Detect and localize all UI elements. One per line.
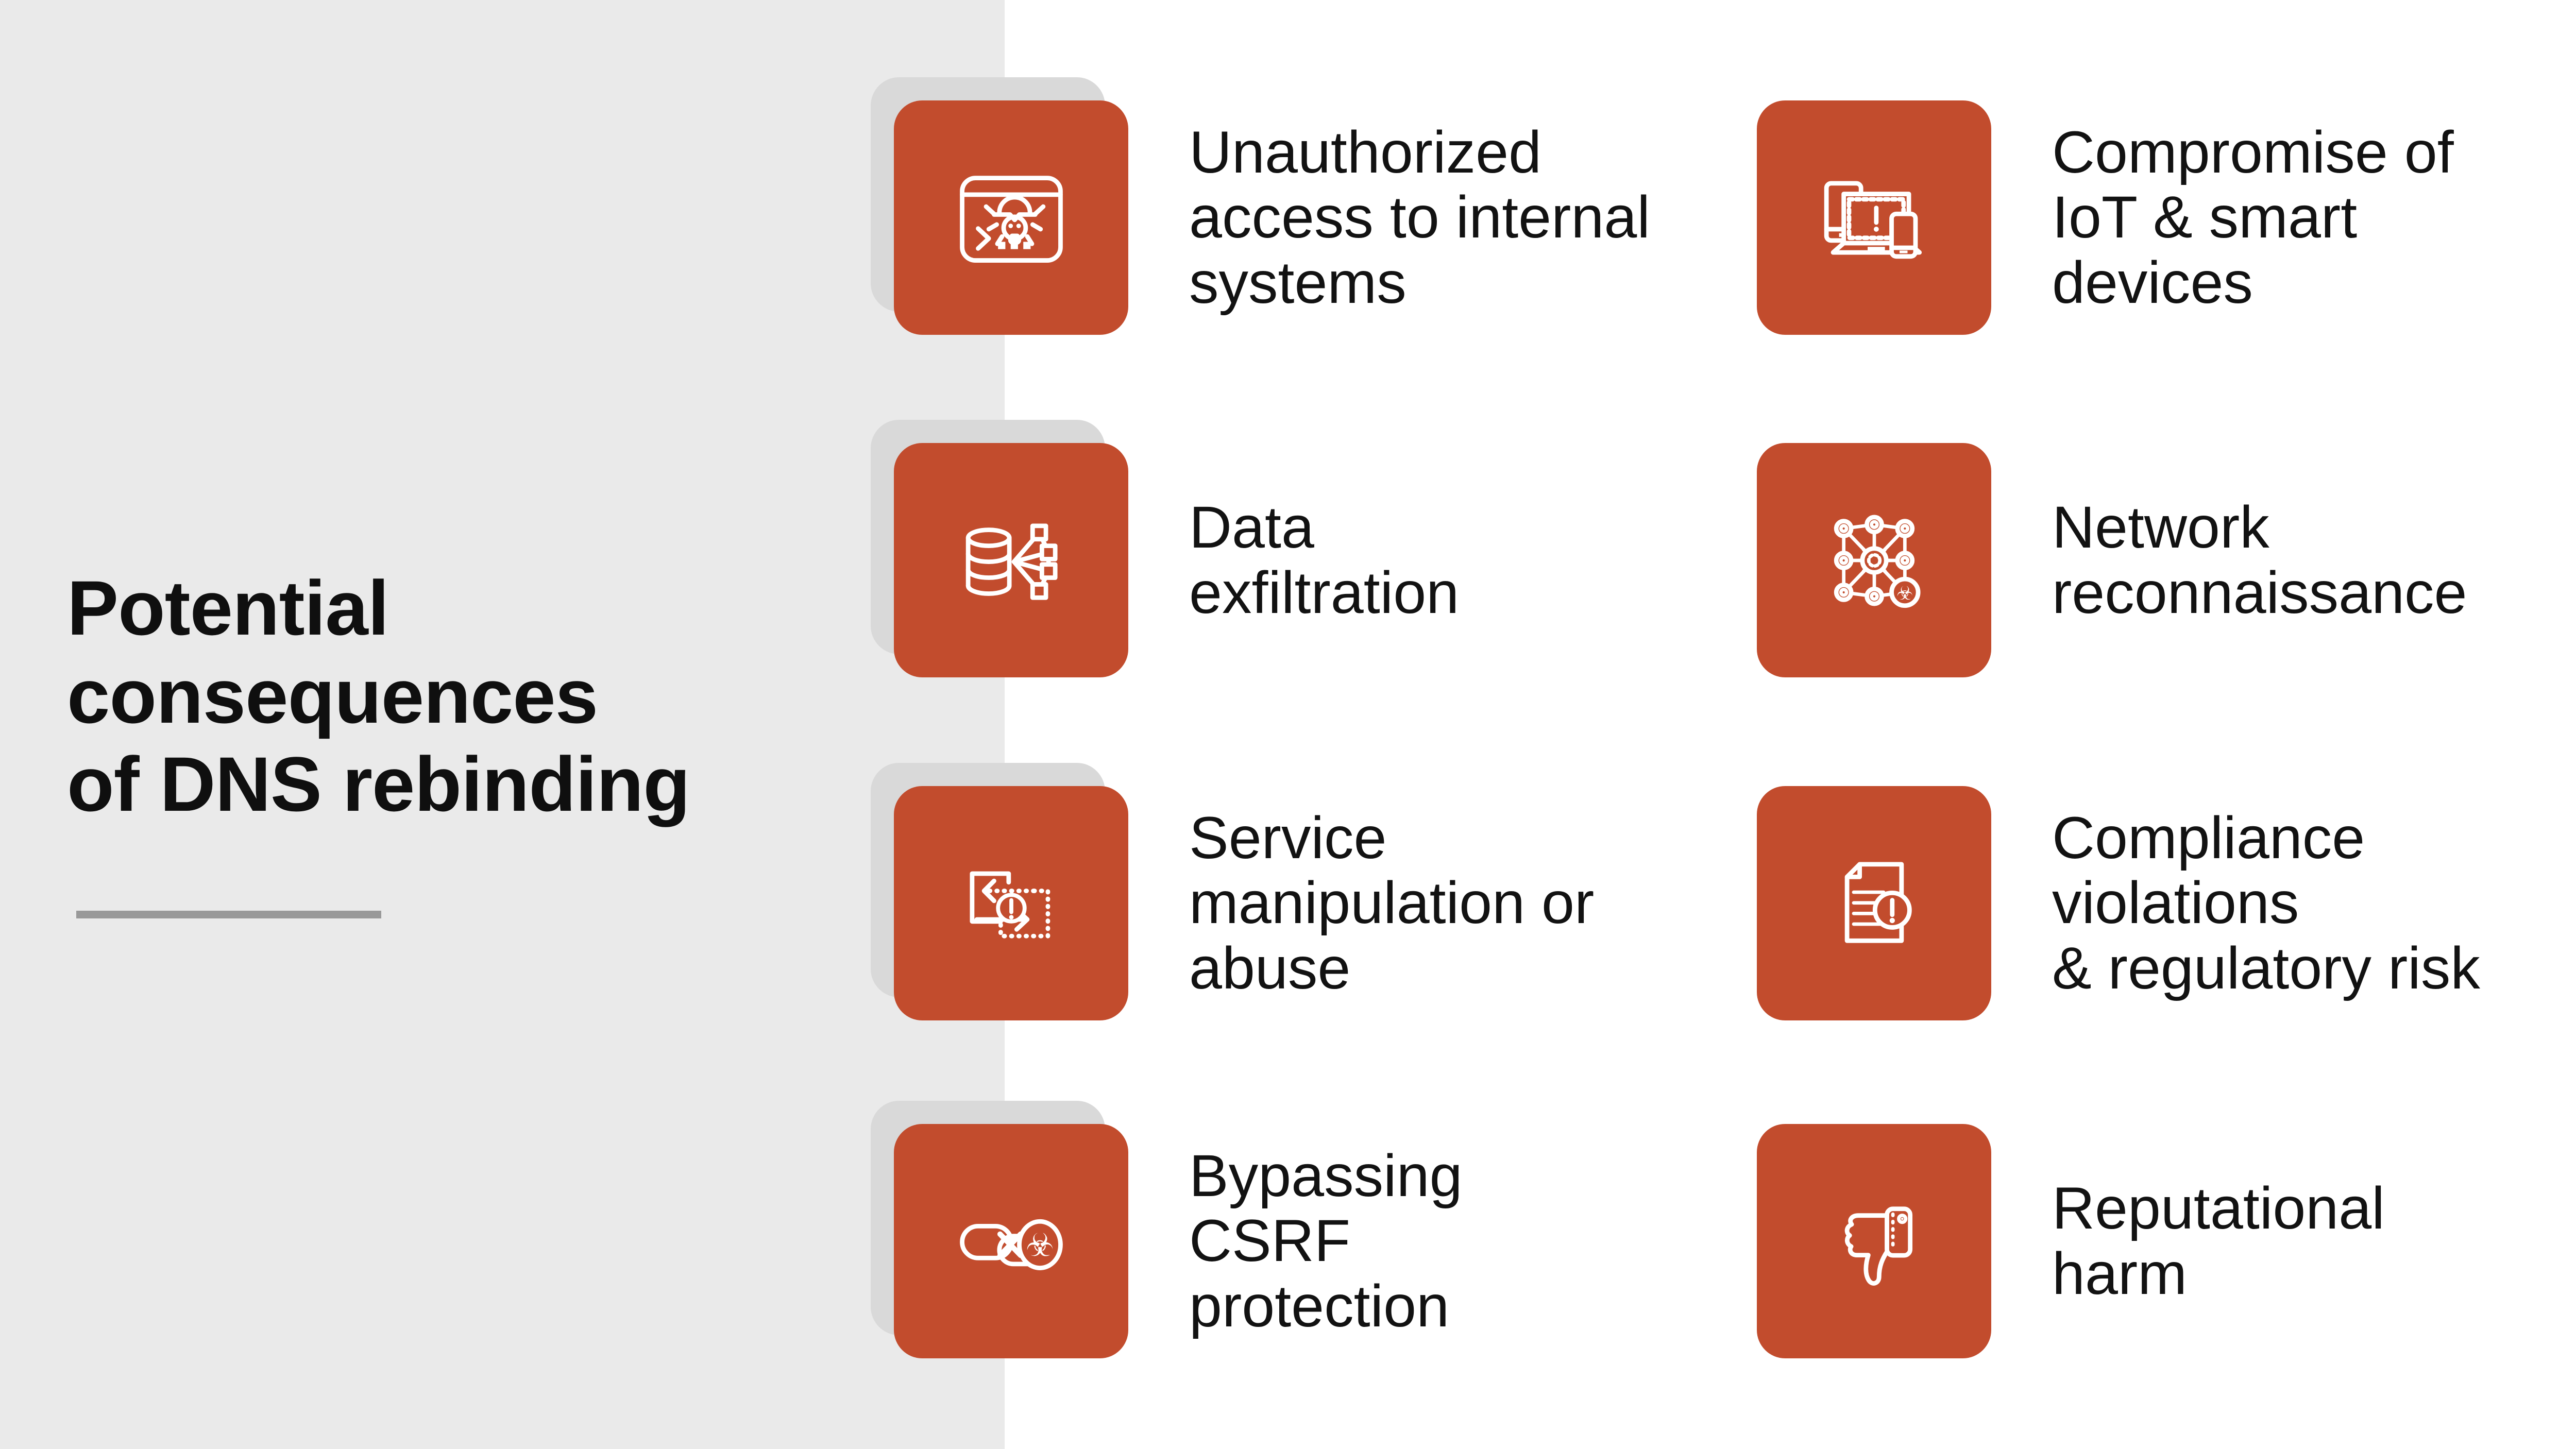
page-title: Potential consequences of DNS rebinding bbox=[67, 565, 690, 827]
icon-tile: ☣ bbox=[871, 1101, 1128, 1358]
icon-tile bbox=[1757, 786, 1991, 1020]
item-reputational-harm: Reputational harm bbox=[1757, 1124, 2385, 1358]
item-iot-compromise: Compromise of IoT & smart devices bbox=[1757, 100, 2454, 335]
icon-tile bbox=[1757, 1124, 1991, 1358]
item-csrf-bypass: ☣ Bypassing CSRF protection bbox=[871, 1101, 1463, 1358]
process-abuse-icon bbox=[970, 871, 1050, 939]
item-label: Reputational harm bbox=[2052, 1175, 2385, 1307]
item-label: Bypassing CSRF protection bbox=[1189, 1143, 1463, 1339]
network-biohazard-icon: ☣ bbox=[1834, 515, 1921, 608]
broken-link-biohazard-icon: ☣ bbox=[959, 1219, 1063, 1270]
icon-tile bbox=[871, 763, 1128, 1020]
terminal-malware-icon bbox=[959, 175, 1063, 263]
svg-text:☣: ☣ bbox=[1896, 582, 1913, 604]
item-unauthorized-access: Unauthorized access to internal systems bbox=[871, 77, 1650, 335]
thumbs-down-icon bbox=[1844, 1206, 1912, 1286]
icon-tile bbox=[871, 77, 1128, 335]
icon-tile bbox=[1757, 100, 1991, 335]
item-label: Unauthorized access to internal systems bbox=[1189, 119, 1650, 316]
iot-devices-warning-icon bbox=[1824, 181, 1922, 259]
icon-tile: ☣ bbox=[1757, 443, 1991, 677]
item-label: Network reconnaissance bbox=[2052, 495, 2467, 626]
item-label: Data exfiltration bbox=[1189, 495, 1460, 626]
item-label: Compromise of IoT & smart devices bbox=[2052, 119, 2454, 316]
svg-text:☣: ☣ bbox=[1025, 1226, 1054, 1264]
item-service-manipulation: Service manipulation or abuse bbox=[871, 763, 1595, 1020]
item-compliance-violations: Compliance violations & regulatory risk bbox=[1757, 786, 2480, 1020]
title-underline bbox=[76, 911, 381, 918]
database-exfiltration-icon bbox=[965, 523, 1058, 600]
document-warning-icon bbox=[1844, 862, 1912, 943]
item-label: Service manipulation or abuse bbox=[1189, 805, 1595, 1001]
item-label: Compliance violations & regulatory risk bbox=[2052, 805, 2480, 1001]
item-data-exfiltration: Data exfiltration bbox=[871, 420, 1460, 677]
left-panel bbox=[0, 0, 1005, 1449]
item-network-reconnaissance: ☣ Network reconnaissance bbox=[1757, 443, 2467, 677]
icon-tile bbox=[871, 420, 1128, 677]
